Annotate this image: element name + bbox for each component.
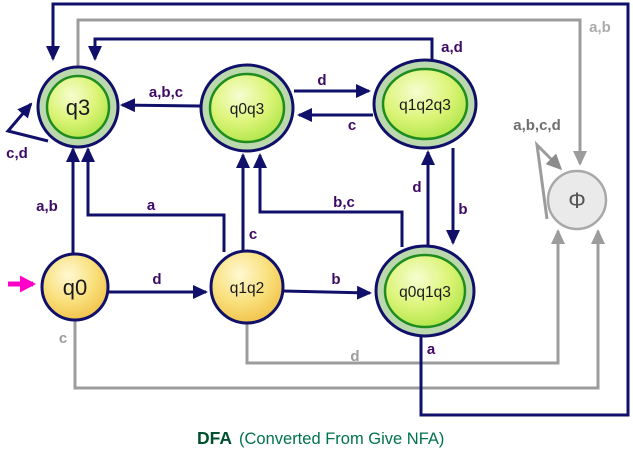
diagram-title: DFA (Converted From Give NFA) — [197, 428, 444, 448]
transition-q0q1q3-to-q3: a — [46, 2, 630, 417]
state-circle — [40, 252, 110, 322]
state-label: q1q2 — [230, 280, 264, 297]
transition-q1q2-to-q0q3: c — [236, 153, 257, 251]
transition-q0q3-to-q1q2q3: d — [294, 72, 371, 98]
state-label: q0q1q3 — [399, 284, 451, 301]
transition-q0-to-q1q2: d — [108, 271, 208, 299]
transition-phi-self-arrow — [534, 140, 563, 220]
state-label: q0 — [63, 275, 87, 300]
transition-label: a,d — [441, 39, 463, 56]
transition-q1q2-to-q0q1q3-arrow — [282, 285, 372, 300]
transition-label: a,b,c,d — [513, 117, 561, 134]
state-label: q3 — [66, 95, 90, 120]
transition-q1q2q3-to-q3-arrow — [88, 37, 434, 61]
transition-q3-to-phi-arrow — [76, 18, 587, 166]
transition-q0q1q3-to-q0q3-arrow — [253, 153, 404, 247]
transition-label: a,b — [36, 198, 58, 215]
transition-label: a,b — [589, 19, 611, 36]
state-q1q2q3: q1q2q3 — [372, 58, 478, 150]
state-label: q1q2q3 — [399, 97, 451, 114]
transition-label: d — [317, 72, 326, 89]
transition-q0-to-phi-arrow — [73, 229, 605, 390]
state-q0: q0 — [40, 252, 110, 322]
transition-label: a — [147, 197, 156, 214]
state-q0q3: q0q3 — [199, 63, 295, 153]
transition-q1q2-to-q3: a — [81, 147, 226, 252]
title-heading: DFA — [197, 428, 232, 448]
state-circle — [546, 169, 608, 231]
transition-q0-to-q3: a,b — [36, 147, 80, 254]
transition-phi-self-loop: a,b,c,d — [513, 117, 563, 220]
transition-label: a,b,c — [149, 84, 183, 101]
transition-label: b — [331, 271, 340, 288]
transition-label: b,c — [333, 194, 355, 211]
state-inner-circle — [383, 253, 467, 329]
transition-q1q2-to-q0q1q3: b — [282, 271, 372, 300]
transition-q0q1q3-to-q0q3: b,c — [253, 153, 404, 247]
transition-q0-to-phi: c — [59, 229, 605, 390]
transition-q3-to-phi: a,b — [76, 18, 611, 166]
transition-q0q1q3-to-q1q2q3: d — [412, 150, 435, 246]
state-phi: Φ — [546, 169, 608, 231]
state-circle — [209, 249, 285, 325]
transition-q0q1q3-to-q3-arrow — [46, 2, 630, 417]
transition-label: d — [412, 179, 421, 196]
transition-q1q2q3-to-q0q3: c — [297, 108, 373, 134]
transition-q1q2-to-phi-arrow — [245, 229, 565, 365]
state-q1q2: q1q2 — [209, 249, 285, 325]
transition-label: b — [458, 201, 467, 218]
transition-label: c — [249, 226, 257, 243]
state-inner-circle — [208, 72, 286, 144]
title-subheading: (Converted From Give NFA) — [239, 430, 444, 448]
transition-label: c,d — [6, 145, 28, 162]
state-inner-circle — [45, 74, 111, 140]
transition-label: a — [427, 341, 436, 358]
transition-label: c — [59, 330, 67, 347]
transition-label: c — [348, 117, 356, 134]
transition-label: d — [152, 271, 161, 288]
state-label: q0q3 — [230, 101, 264, 118]
transition-q1q2q3-to-q3: a,d — [88, 37, 463, 61]
transition-q1q2q3-to-q0q1q3: b — [446, 148, 468, 245]
state-label: Φ — [568, 188, 586, 213]
state-inner-circle — [381, 67, 469, 141]
state-q3: q3 — [36, 65, 120, 149]
transition-q0q3-to-q3-arrow — [120, 98, 201, 113]
transition-q3-self-loop: c,d — [5, 102, 49, 162]
transition-q3-self-arrow — [5, 102, 49, 143]
transition-q1q2-to-phi: d — [245, 229, 565, 365]
transition-label: d — [350, 348, 359, 365]
transition-q0q3-to-q3: a,b,c — [120, 84, 201, 113]
transition-q1q2-to-q3-arrow — [81, 147, 226, 252]
state-q0q1q3: q0q1q3 — [374, 244, 476, 338]
